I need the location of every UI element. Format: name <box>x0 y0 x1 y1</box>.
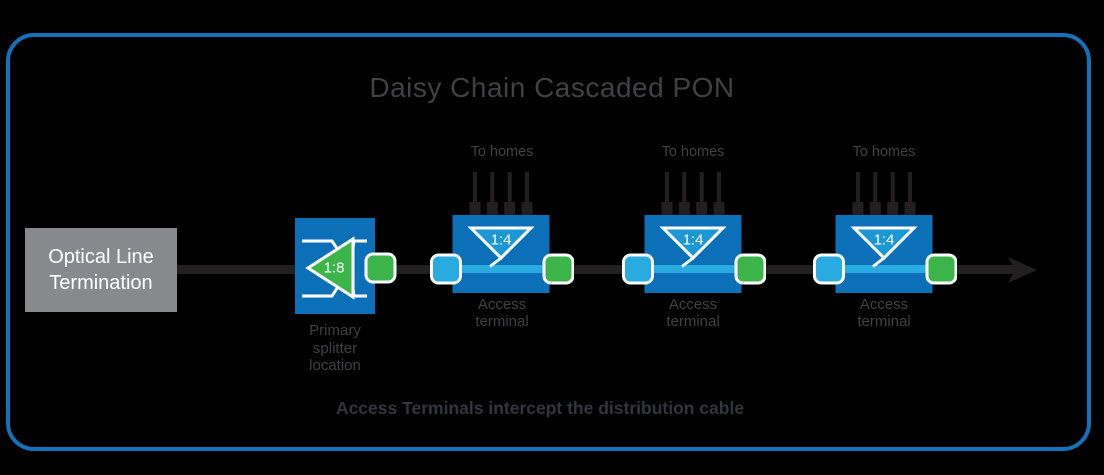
to-homes-label-1: To homes <box>470 144 534 160</box>
distribution-cable <box>177 265 1016 274</box>
drop-connector <box>661 202 673 216</box>
splitter-label-line1: Primary <box>309 322 361 339</box>
drop-line <box>717 172 721 203</box>
home-drop-lines <box>661 172 725 216</box>
to-homes-label-3: To homes <box>852 144 916 160</box>
terminal-fiber-bar <box>638 265 748 273</box>
drop-connector <box>469 202 481 216</box>
drop-connector <box>713 202 725 216</box>
drop-connector <box>521 202 533 216</box>
triangle-tap-line <box>681 256 694 268</box>
drop-connector <box>696 202 708 216</box>
terminal-fiber-bar <box>829 265 939 273</box>
drop-line <box>507 172 512 203</box>
at-label-line1: Access <box>668 296 718 313</box>
diagram-title: Daisy Chain Cascaded PON <box>369 72 735 103</box>
drop-line <box>699 172 704 203</box>
optical-line-termination-box: Optical Line Termination <box>25 228 177 312</box>
splitter-ratio: 1:8 <box>324 260 345 277</box>
terminal-ratio: 1:4 <box>683 232 704 249</box>
drop-connector <box>678 202 690 216</box>
triangle-tap-line <box>489 256 502 268</box>
access-terminal-label-2: Access terminal <box>633 296 753 330</box>
home-drop-lines <box>469 172 533 216</box>
terminal-ratio: 1:4 <box>491 232 512 249</box>
drop-connector <box>904 202 916 216</box>
terminal-ratio: 1:4 <box>874 232 895 249</box>
primary-splitter-label: Primary splitter location <box>285 322 385 375</box>
home-drop-lines <box>852 172 916 216</box>
drop-connector <box>852 202 864 216</box>
terminal-splitter-triangle-icon <box>850 226 918 261</box>
drop-connector <box>887 202 899 216</box>
drop-line <box>665 172 669 203</box>
access-terminal-group-1: 1:4 <box>430 172 574 293</box>
drop-line <box>856 172 860 203</box>
access-terminal-label-1: Access terminal <box>442 296 562 330</box>
fiber-connector-green <box>734 253 766 285</box>
drop-line <box>908 172 912 203</box>
triangle-tap-line <box>872 256 885 268</box>
drop-connector <box>869 202 881 216</box>
olt-label-line1: Optical Line <box>48 246 154 268</box>
drop-line <box>490 172 495 203</box>
at-label-line2: terminal <box>666 312 720 330</box>
access-terminal-group-3: 1:4 <box>813 172 957 293</box>
diagram-border <box>6 33 1091 451</box>
splitter-triangle-icon <box>305 236 355 300</box>
access-terminal-label-3: Access terminal <box>824 296 944 330</box>
at-label-line2: terminal <box>857 312 911 330</box>
fiber-connector-cyan <box>622 253 654 285</box>
drop-connector <box>486 202 498 216</box>
primary-splitter-group: 1:8 <box>295 218 397 314</box>
drop-line <box>890 172 895 203</box>
fiber-connector-green <box>542 253 574 285</box>
at-label-line1: Access <box>859 296 909 313</box>
drop-line <box>525 172 529 203</box>
fiber-connector-green <box>364 252 397 284</box>
fiber-connector-green <box>925 253 957 285</box>
terminal-splitter-triangle-icon <box>467 226 535 261</box>
at-label-line1: Access <box>477 296 527 313</box>
drop-line <box>473 172 477 203</box>
drop-connector <box>504 202 516 216</box>
access-terminal-group-2: 1:4 <box>622 172 766 293</box>
fiber-connector-cyan <box>813 253 845 285</box>
cable-arrowhead-icon <box>1008 257 1037 283</box>
drop-line <box>682 172 687 203</box>
to-homes-label-2: To homes <box>661 144 725 160</box>
splitter-label-line2: splitter <box>312 339 358 357</box>
olt-label-line2: Termination <box>49 272 153 294</box>
splitter-label-line3: location <box>309 357 361 374</box>
terminal-splitter-triangle-icon <box>659 226 727 261</box>
arrow-icon <box>1008 257 1037 283</box>
diagram-caption: Access Terminals intercept the distribut… <box>335 398 745 418</box>
drop-line <box>873 172 878 203</box>
terminal-fiber-bar <box>446 265 556 273</box>
at-label-line2: terminal <box>475 312 529 330</box>
fiber-connector-cyan <box>430 253 462 285</box>
